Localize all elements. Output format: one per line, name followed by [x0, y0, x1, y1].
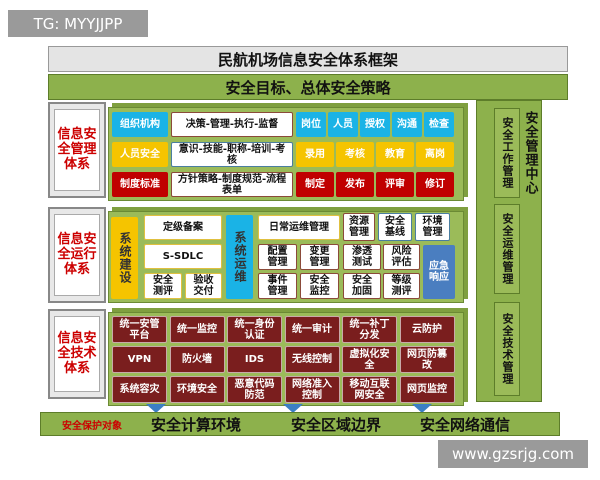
watermark-bottom: www.gzsrjg.com: [438, 440, 588, 468]
grading-filing: 定级备案: [144, 215, 222, 240]
arrow-down-icon: [412, 404, 432, 413]
technology-item: 网络准入控制: [284, 376, 340, 403]
emergency-response: 应急响应: [423, 245, 455, 299]
management-item: 授权: [360, 112, 390, 137]
change-mgmt-text: 变更管理: [309, 246, 330, 268]
security-baseline-text: 安全基线: [385, 216, 405, 238]
technology-item: 云防护: [399, 316, 455, 343]
security-hardening: 安全加固: [343, 273, 381, 299]
resource-mgmt: 资源管理: [343, 213, 375, 241]
watermark-top: TG: MYYJJPP: [8, 10, 148, 37]
technology-item: 统一安管平台: [112, 316, 167, 343]
management-desc: 方针策略-制度规范-流程表单: [171, 172, 293, 197]
management-item: 考核: [336, 142, 374, 167]
management-item: 岗位: [296, 112, 326, 137]
technology-item: 防火墙: [169, 346, 225, 373]
s-sdlc: S-SDLC: [144, 244, 222, 269]
technology-item: 网页监控: [399, 376, 455, 403]
strategy-bar: 安全目标、总体安全策略: [48, 74, 568, 100]
target-item: 安全网络通信: [419, 415, 510, 434]
management-head: 人员安全: [112, 142, 168, 167]
risk-assessment-text: 风险评估: [391, 246, 412, 268]
management-system-label: 信息安全管理体系: [48, 102, 106, 198]
resource-mgmt-text: 资源管理: [349, 216, 369, 238]
level-assessment: 等级测评: [383, 273, 420, 299]
change-mgmt: 变更管理: [300, 244, 339, 270]
security-baseline: 安全基线: [378, 213, 412, 241]
management-item: 离岗: [416, 142, 454, 167]
technology-system-label: 信息安全技术体系: [48, 309, 106, 399]
management-item: 检查: [424, 112, 454, 137]
security-monitor-text: 安全监控: [309, 275, 330, 297]
center-title: 安全管理中心: [522, 111, 538, 195]
management-desc: 决策-管理-执行-监督: [171, 112, 293, 137]
system-build: 系统建设: [111, 217, 138, 299]
event-mgmt: 事件管理: [258, 273, 297, 299]
technology-item: 统一审计: [284, 316, 340, 343]
management-desc: 意识-技能-职称-培训-考核: [171, 142, 293, 167]
technology-item: 统一身份认证: [227, 316, 282, 343]
technology-item: 虚拟化安全: [342, 346, 397, 373]
management-head: 制度标准: [112, 172, 168, 197]
management-item: 修订: [416, 172, 454, 197]
management-item: 人员: [328, 112, 358, 137]
technology-item: 网页防篡改: [399, 346, 455, 373]
center-item: 安全工作管理: [494, 108, 520, 198]
operation-system-label: 信息安全运行体系: [48, 207, 106, 303]
daily-ops: 日常运维管理: [258, 215, 340, 240]
acceptance: 验收交付: [185, 273, 222, 299]
target-item: 安全计算环境: [150, 415, 241, 434]
arrow-down-icon: [146, 404, 166, 413]
arrow-down-icon: [283, 404, 303, 413]
security-hardening-text: 安全加固: [352, 275, 372, 297]
technology-item: 环境安全: [169, 376, 225, 403]
technology-item: IDS: [227, 346, 282, 373]
security-test-text: 安全测评: [153, 275, 173, 297]
acceptance-text: 验收交付: [193, 275, 214, 297]
diagram-title: 民航机场信息安全体系框架: [48, 46, 568, 72]
technology-item: 统一监控: [169, 316, 225, 343]
risk-assessment: 风险评估: [383, 244, 420, 270]
protection-target-bar: 安全保护对象 安全计算环境 安全区域边界 安全网络通信: [40, 412, 560, 436]
config-mgmt-text: 配置管理: [267, 246, 288, 268]
management-item: 教育: [376, 142, 414, 167]
management-item: 制定: [296, 172, 334, 197]
event-mgmt-text: 事件管理: [267, 275, 288, 297]
protection-target-label: 安全保护对象: [62, 420, 122, 432]
config-mgmt: 配置管理: [258, 244, 297, 270]
security-monitor: 安全监控: [300, 273, 339, 299]
technology-item: 无线控制: [284, 346, 340, 373]
management-item: 发布: [336, 172, 374, 197]
security-test: 安全测评: [144, 273, 182, 299]
technology-item: 移动互联网安全: [342, 376, 397, 403]
technology-item: 恶意代码防范: [227, 376, 282, 403]
env-mgmt-text: 环境管理: [422, 216, 443, 238]
management-head: 组织机构: [112, 112, 168, 137]
label-text: 信息安全技术体系: [54, 316, 100, 392]
level-assessment-text: 等级测评: [391, 275, 412, 297]
emergency-response-text: 应急响应: [429, 261, 449, 283]
management-item: 评审: [376, 172, 414, 197]
label-text: 信息安全运行体系: [54, 214, 100, 296]
technology-item: 统一补丁分发: [342, 316, 397, 343]
technology-item: VPN: [112, 346, 167, 373]
penetration-test-text: 渗透测试: [352, 246, 372, 268]
system-ops: 系统运维: [226, 215, 253, 299]
label-text: 信息安全管理体系: [54, 109, 100, 191]
management-item: 沟通: [392, 112, 422, 137]
center-item: 安全技术管理: [494, 302, 520, 396]
technology-item: 系统容灾: [112, 376, 167, 403]
penetration-test: 渗透测试: [343, 244, 381, 270]
center-item: 安全运维管理: [494, 204, 520, 294]
target-item: 安全区域边界: [290, 415, 381, 434]
management-item: 录用: [296, 142, 334, 167]
env-mgmt: 环境管理: [415, 213, 450, 241]
